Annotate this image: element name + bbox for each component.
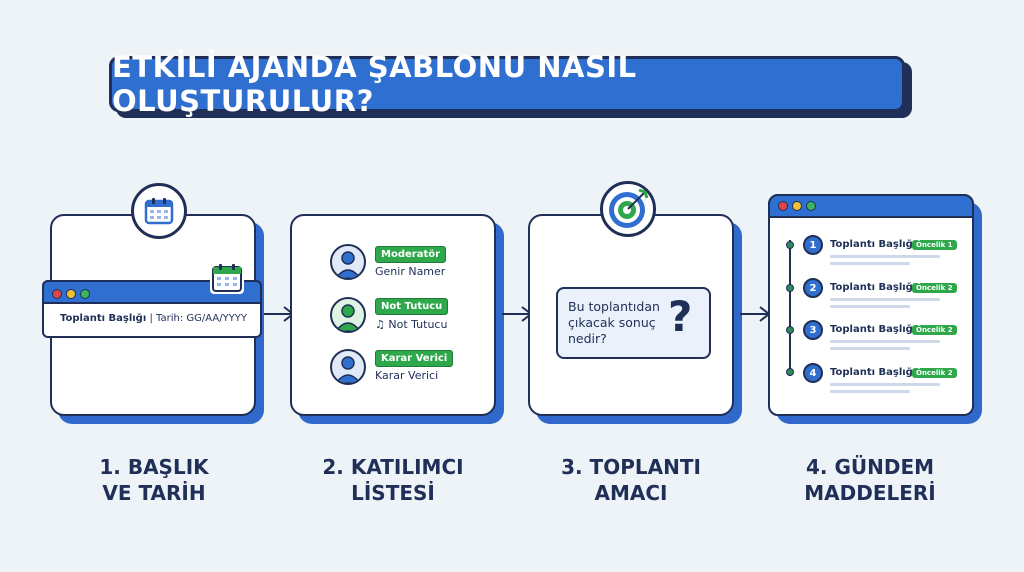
step-3-label: 3. TOPLANTI AMACI	[531, 454, 731, 506]
timeline-node	[786, 241, 794, 249]
question-line: nedir?	[568, 331, 607, 346]
placeholder-line	[830, 347, 910, 350]
step-label-line: 1. BAŞLIK	[99, 455, 209, 479]
step-4-label: 4. GÜNDEM MADDELERİ	[770, 454, 970, 506]
item-number: 3	[803, 320, 823, 340]
card-participants	[290, 214, 496, 416]
timeline-node	[786, 326, 794, 334]
step-label-line: 4. GÜNDEM	[805, 455, 935, 479]
step-label-line: LİSTESİ	[351, 481, 435, 505]
placeholder-line	[830, 390, 910, 393]
question-mark-icon: ?	[668, 292, 693, 341]
timeline-node	[786, 284, 794, 292]
role-badge: Not Tutucu	[375, 298, 449, 315]
step-2-label: 2. KATILIMCI LİSTESİ	[293, 454, 493, 506]
priority-badge: Öncelik 2	[912, 325, 957, 335]
field-separator: |	[149, 313, 153, 324]
priority-badge: Öncelik 1	[912, 240, 957, 250]
priority-badge: Öncelik 2	[912, 368, 957, 378]
step-label-line: 2. KATILIMCI	[322, 455, 464, 479]
placeholder-line	[830, 255, 940, 258]
minimize-dot-icon	[66, 289, 76, 299]
small-calendar-icon	[210, 262, 244, 294]
placeholder-line	[830, 298, 940, 301]
step-label-line: 3. TOPLANTI	[561, 455, 701, 479]
avatar	[330, 349, 366, 385]
placeholder-line	[830, 262, 910, 265]
placeholder-line	[830, 305, 910, 308]
agenda-window-titlebar	[768, 194, 974, 218]
question-text: Bu toplantıdan çıkacak sonuç nedir?	[568, 299, 660, 347]
timeline-line	[789, 240, 791, 376]
placeholder-line	[830, 340, 940, 343]
target-icon	[600, 181, 656, 237]
close-dot-icon	[52, 289, 62, 299]
avatar	[330, 244, 366, 280]
item-number: 2	[803, 278, 823, 298]
placeholder-line	[830, 383, 940, 386]
agenda-item-title: Toplantı Başlığı	[830, 282, 917, 293]
participant-name: Genir Namer	[375, 265, 446, 278]
agenda-item-title: Toplantı Başlığı	[830, 367, 917, 378]
arrow-right-icon	[740, 306, 771, 322]
step-1-label: 1. BAŞLIK VE TARİH	[54, 454, 254, 506]
agenda-item-title: Toplantı Başlığı	[830, 239, 917, 250]
field-date: Tarih: GG/AA/YYYY	[156, 313, 248, 324]
question-line: çıkacak sonuç	[568, 315, 656, 330]
step-label-line: MADDELERİ	[804, 481, 936, 505]
timeline-node	[786, 368, 794, 376]
participant-name: Karar Verici	[375, 369, 439, 382]
agenda-item-title: Toplantı Başlığı	[830, 324, 917, 335]
title-date-field: Toplantı Başlığı | Tarih: GG/AA/YYYY	[60, 313, 247, 324]
question-line: Bu toplantıdan	[568, 299, 660, 314]
avatar	[330, 297, 366, 333]
close-dot-icon	[778, 201, 788, 211]
priority-badge: Öncelik 2	[912, 283, 957, 293]
minimize-dot-icon	[792, 201, 802, 211]
role-badge: Moderatör	[375, 246, 447, 263]
participant-name: ♫ Not Tutucu	[375, 318, 448, 331]
item-number: 4	[803, 363, 823, 383]
field-title: Toplantı Başlığı	[60, 313, 147, 324]
question-box	[556, 287, 711, 359]
role-badge: Karar Verici	[375, 350, 454, 367]
page-title: ETKİLİ AJANDA ŞABLONU NASIL OLUŞTURULUR?	[109, 50, 905, 118]
calendar-icon	[131, 183, 187, 239]
step-label-line: AMACI	[594, 481, 668, 505]
maximize-dot-icon	[806, 201, 816, 211]
item-number: 1	[803, 235, 823, 255]
maximize-dot-icon	[80, 289, 90, 299]
step-label-line: VE TARİH	[102, 481, 206, 505]
